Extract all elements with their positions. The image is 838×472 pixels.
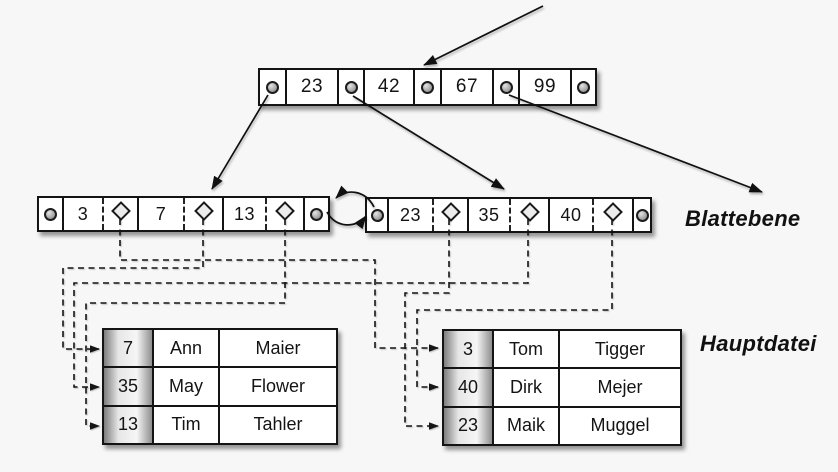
diamond-icon	[275, 201, 295, 221]
leaf-key-cell: 3	[64, 198, 102, 230]
pointer-circle-icon	[499, 80, 513, 94]
root-key: 99	[533, 76, 557, 97]
root-key-cell: 99	[518, 70, 570, 104]
row-key: 13	[104, 406, 152, 443]
row-first-name: Ann	[152, 330, 218, 367]
leaf-pointer-cell	[367, 199, 387, 231]
row-key: 3	[444, 331, 492, 368]
leaf-key: 7	[155, 203, 167, 224]
table-row: 40 Dirk Mejer	[444, 367, 680, 406]
arrow-leaf-link-right	[326, 211, 367, 229]
pointer-circle-icon	[577, 80, 590, 94]
row-key: 40	[444, 369, 492, 406]
diamond-icon	[603, 202, 623, 222]
leaf-key: 40	[560, 204, 582, 225]
leaf-entry: 35	[467, 199, 548, 231]
leaf-pointer-cell	[632, 199, 650, 231]
root-pointer-cell	[337, 70, 363, 104]
root-key: 67	[455, 76, 479, 97]
row-key: 35	[104, 368, 152, 405]
row-last-name: Maier	[218, 330, 336, 367]
leaf-entry: 7	[137, 198, 222, 230]
label-main-file: Hauptdatei	[700, 331, 817, 356]
row-last-name: Tahler	[218, 406, 336, 443]
main-file-table-left: 7 Ann Maier 35 May Flower 13 Tim Tahler	[102, 328, 338, 445]
root-key: 42	[377, 76, 401, 97]
row-first-name: May	[152, 368, 218, 405]
diamond-icon	[440, 202, 461, 222]
pointer-circle-icon	[635, 208, 649, 222]
root-node: 23 42 67 99	[258, 68, 597, 106]
main-file-table-right: 3 Tom Tigger 40 Dirk Mejer 23 Maik Mugge…	[442, 329, 682, 446]
row-key: 23	[444, 407, 492, 444]
root-pointer-cell	[260, 70, 285, 104]
pointer-circle-icon	[421, 80, 434, 94]
leaf-key-cell: 40	[550, 199, 592, 231]
row-last-name: Tigger	[558, 331, 680, 368]
row-last-name: Mejer	[558, 369, 680, 406]
leaf-record-ref-cell	[102, 198, 137, 230]
leaf-record-ref-cell	[265, 198, 303, 230]
row-first-name: Dirk	[492, 369, 558, 406]
leaf-node-right: 23 35 40	[365, 197, 652, 233]
table-row: 7 Ann Maier	[104, 330, 336, 367]
leaf-record-ref-cell	[592, 199, 632, 231]
leaf-node-left: 3 7 13	[37, 196, 330, 232]
row-key: 7	[104, 330, 152, 367]
leaf-key-cell: 35	[469, 199, 509, 231]
leaf-key-cell: 13	[224, 198, 265, 230]
table-row: 23 Maik Muggel	[444, 405, 680, 444]
diamond-icon	[193, 201, 214, 221]
pointer-circle-icon	[44, 207, 57, 221]
arrow-root-to-next-leaves	[508, 94, 763, 193]
row-first-name: Tim	[152, 406, 218, 443]
row-last-name: Flower	[218, 368, 336, 405]
root-key-cell: 23	[285, 70, 337, 104]
leaf-record-ref-cell	[432, 199, 467, 231]
leaf-pointer-cell	[39, 198, 62, 230]
pointer-circle-icon	[370, 208, 384, 222]
pointer-circle-icon	[266, 80, 279, 94]
table-row: 13 Tim Tahler	[104, 404, 336, 443]
root-pointer-cell	[492, 70, 518, 104]
leaf-key: 3	[77, 203, 89, 224]
table-row: 35 May Flower	[104, 366, 336, 405]
leaf-record-ref-cell	[509, 199, 548, 231]
arrow-into-root	[423, 5, 544, 66]
leaf-key-cell: 7	[139, 198, 183, 230]
pointer-circle-icon	[310, 207, 323, 221]
diamond-icon	[110, 201, 131, 221]
leaf-entry: 40	[548, 199, 632, 231]
leaf-pointer-cell	[303, 198, 328, 230]
root-pointer-cell	[570, 70, 595, 104]
leaf-entry: 3	[62, 198, 137, 230]
root-pointer-cell	[413, 70, 440, 104]
leaf-record-ref-cell	[183, 198, 222, 230]
leaf-key: 23	[399, 204, 422, 225]
leaf-key-cell: 23	[389, 199, 432, 231]
leaf-entry: 13	[222, 198, 303, 230]
arrow-root-to-left-leaf	[211, 94, 269, 190]
table-row: 3 Tom Tigger	[444, 331, 680, 368]
row-first-name: Maik	[492, 407, 558, 444]
diamond-icon	[519, 202, 540, 222]
root-key: 23	[300, 76, 324, 97]
root-key-cell: 67	[440, 70, 492, 104]
leaf-entry: 23	[387, 199, 467, 231]
leaf-key: 13	[233, 203, 256, 224]
label-leaf-level: Blattebene	[685, 206, 801, 231]
row-last-name: Muggel	[558, 407, 680, 444]
root-key-cell: 42	[363, 70, 413, 104]
leaf-key: 35	[478, 204, 500, 225]
pointer-circle-icon	[344, 80, 358, 94]
row-first-name: Tom	[492, 331, 558, 368]
arrow-root-to-right-leaf	[352, 95, 505, 190]
